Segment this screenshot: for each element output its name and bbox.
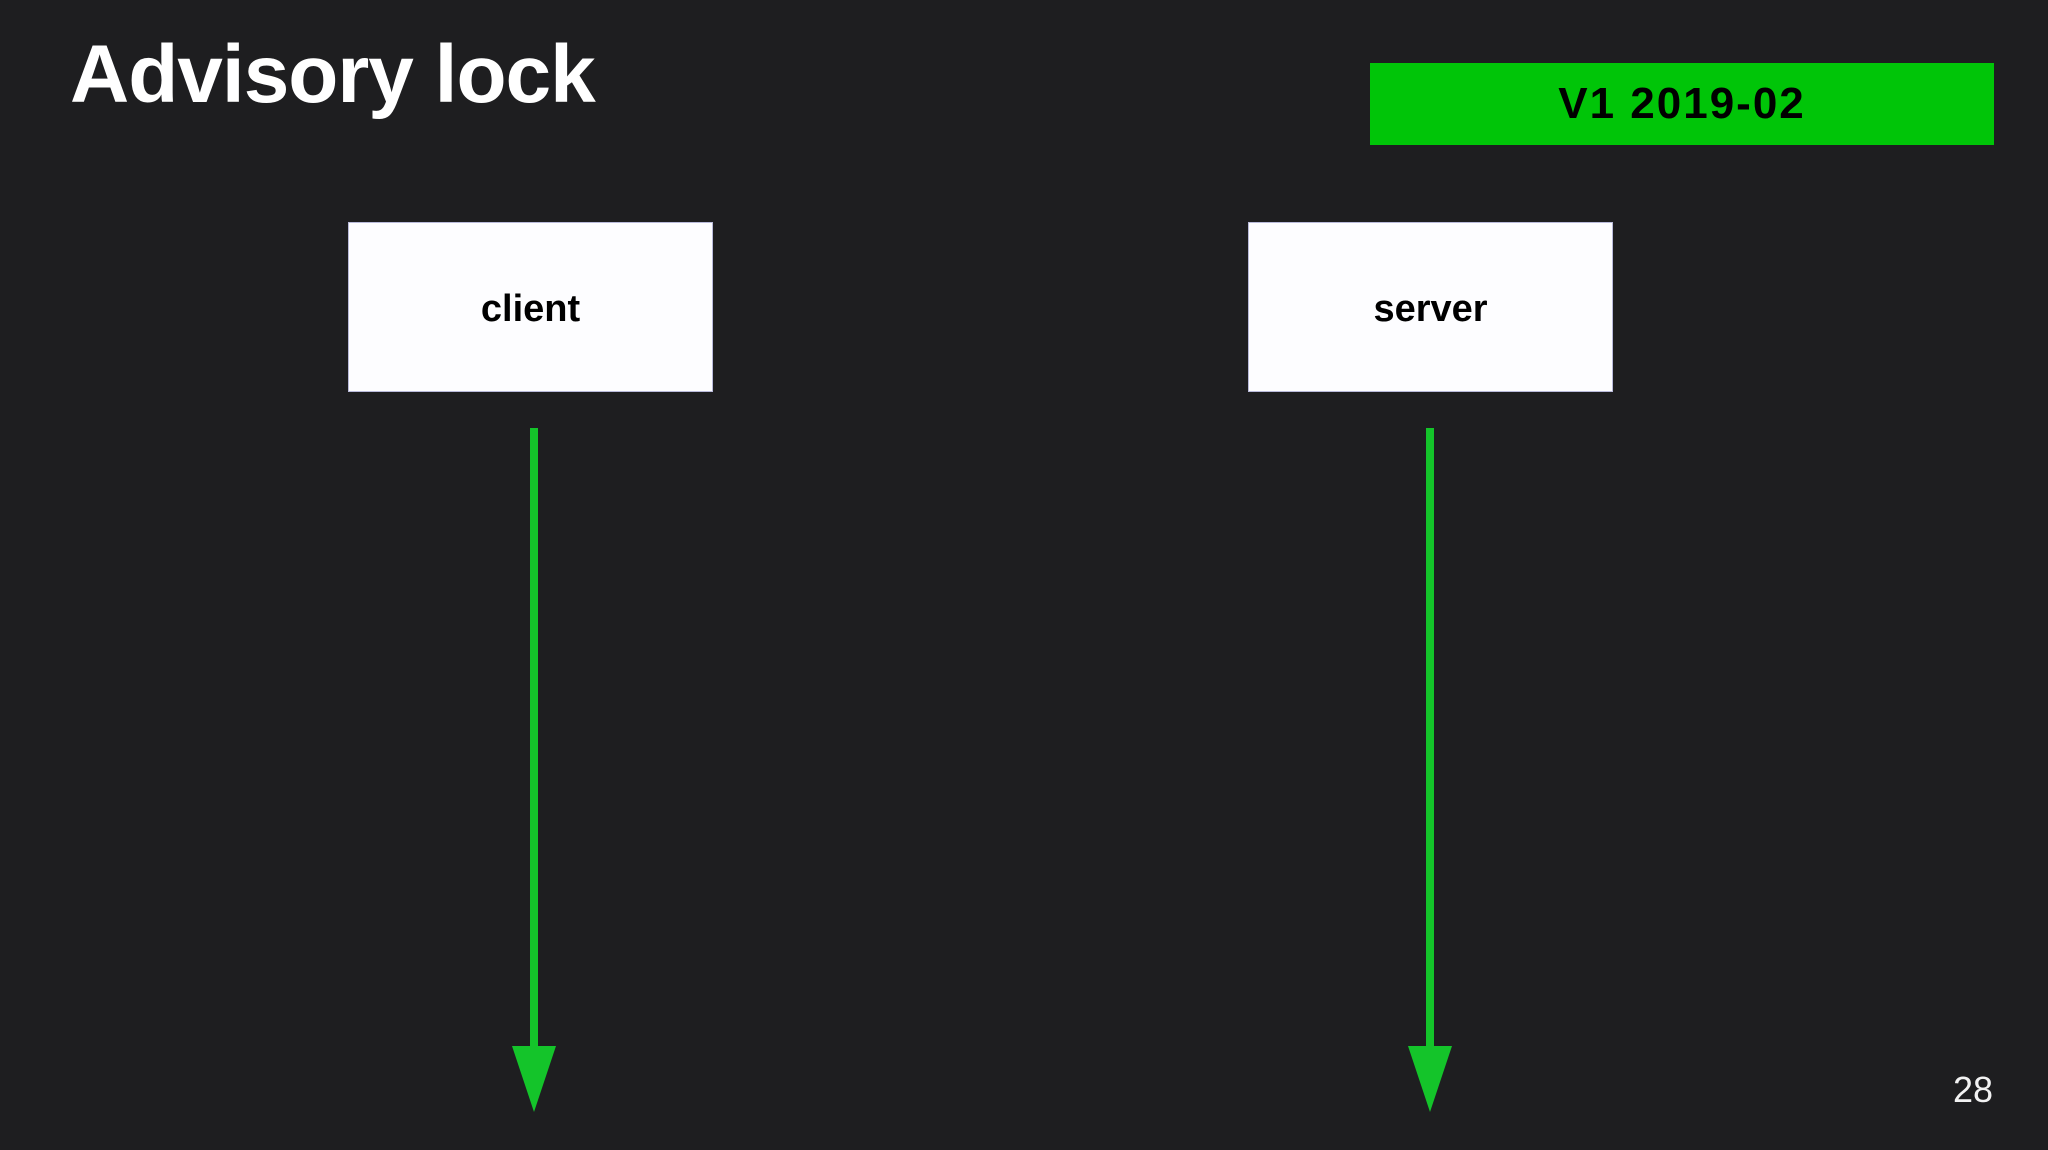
- lifeline-client: [512, 428, 556, 1112]
- lifeline-server: [1408, 428, 1452, 1112]
- page-number: 28: [1952, 1069, 1993, 1110]
- version-badge: V1 2019-02: [1370, 63, 1994, 145]
- participant-label-server: server: [1373, 288, 1488, 330]
- participant-box-client: client: [348, 222, 713, 392]
- version-badge-label: V1 2019-02: [1558, 79, 1806, 128]
- lifeline-stem-server: [1426, 428, 1434, 1046]
- lifeline-stem-client: [530, 428, 538, 1046]
- participant-box-server: server: [1248, 222, 1613, 392]
- page-title: Advisory lock: [70, 29, 596, 120]
- participant-label-client: client: [480, 288, 581, 330]
- arrow-down-icon: [512, 1046, 556, 1112]
- arrow-down-icon: [1408, 1046, 1452, 1112]
